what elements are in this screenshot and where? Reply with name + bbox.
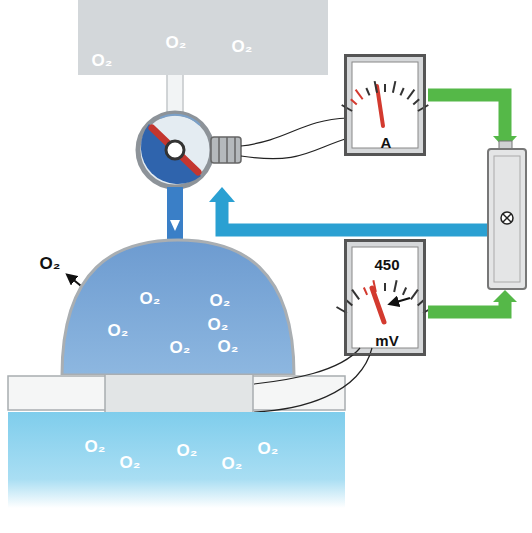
tick bbox=[407, 90, 414, 100]
oxygen-reservoir: O₂ O₂ O₂ bbox=[78, 0, 328, 75]
tick bbox=[393, 81, 395, 93]
voltmeter: 450 mV bbox=[345, 240, 425, 355]
oxygen-label: O₂ bbox=[258, 440, 279, 457]
gauge-label: mV bbox=[375, 333, 398, 348]
tick bbox=[364, 287, 367, 294]
oxygen-label: O₂ bbox=[120, 454, 141, 471]
oxygen-label: O₂ bbox=[170, 339, 191, 356]
arrowhead bbox=[209, 187, 235, 202]
ammeter-housing bbox=[345, 55, 425, 155]
tick bbox=[356, 90, 363, 100]
flow-arrow bbox=[170, 220, 180, 231]
exhaust-gas: O₂ O₂ O₂ O₂ O₂ bbox=[8, 412, 345, 508]
oxygen-label: O₂ bbox=[177, 442, 198, 459]
measuring-chamber: O₂ O₂ O₂ O₂ O₂ O₂ bbox=[60, 238, 296, 375]
oxygen-label: O₂ bbox=[232, 38, 253, 55]
control-arrow bbox=[222, 200, 488, 230]
oxygen-label: O₂ bbox=[140, 290, 161, 307]
tick bbox=[352, 290, 359, 300]
tick bbox=[400, 88, 403, 95]
tick bbox=[411, 290, 418, 300]
tick bbox=[375, 81, 377, 93]
oxygen-label: O₂ bbox=[166, 34, 187, 51]
tick bbox=[418, 300, 424, 305]
gauge-label: A bbox=[381, 135, 392, 150]
tick bbox=[384, 283, 386, 291]
tick bbox=[373, 280, 375, 292]
ammeter: A bbox=[345, 55, 425, 155]
oxygen-label: O₂ bbox=[92, 52, 113, 69]
oxygen-label: O₂ bbox=[208, 316, 229, 333]
tick bbox=[394, 280, 396, 292]
control-unit bbox=[488, 141, 526, 289]
oxygen-label: O₂ bbox=[40, 255, 61, 272]
oxygen-label: O₂ bbox=[222, 455, 243, 472]
current-signal-arrow bbox=[428, 95, 505, 138]
tick bbox=[384, 84, 386, 92]
oxygen-label: O₂ bbox=[218, 338, 239, 355]
gauge-label: 450 bbox=[374, 257, 399, 272]
oxygen-flow bbox=[167, 187, 183, 245]
voltmeter-housing bbox=[345, 240, 425, 355]
oxygen-pump bbox=[138, 113, 241, 187]
oxygen-label: O₂ bbox=[210, 292, 231, 309]
gauge-scale bbox=[337, 81, 434, 313]
tick bbox=[346, 300, 352, 305]
pump-wire bbox=[241, 118, 348, 146]
tick bbox=[366, 88, 369, 95]
oxygen-label: O₂ bbox=[108, 322, 129, 339]
tick bbox=[413, 99, 419, 104]
oxygen-label: O₂ bbox=[85, 438, 106, 455]
pump-wire bbox=[241, 138, 348, 159]
arrowhead bbox=[493, 290, 517, 302]
arrowhead bbox=[493, 136, 517, 149]
tick bbox=[403, 287, 406, 294]
tick bbox=[351, 99, 357, 104]
